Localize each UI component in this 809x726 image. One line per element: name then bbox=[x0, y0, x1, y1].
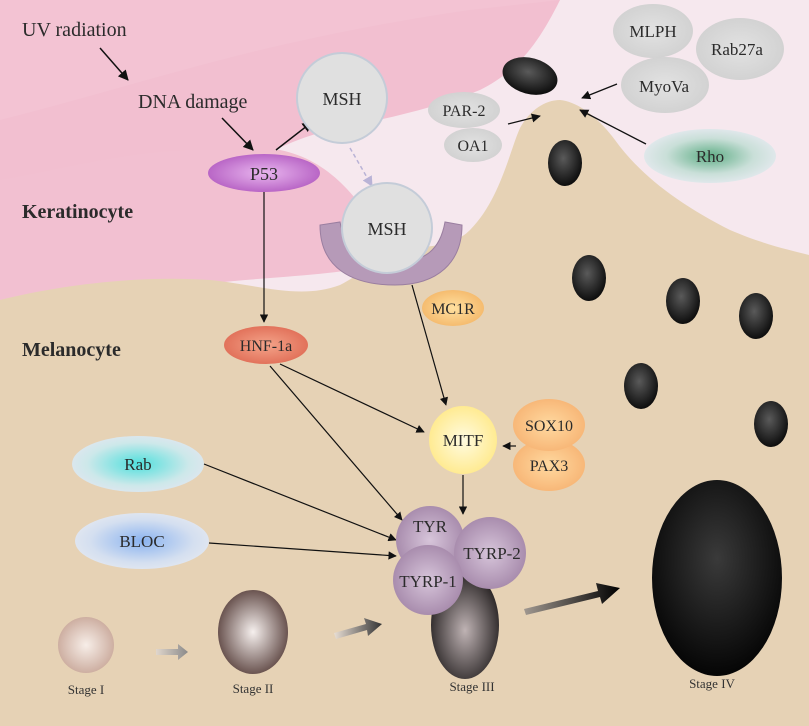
melanocyte-label: Melanocyte bbox=[22, 339, 121, 361]
tyrp2-label: TYRP-2 bbox=[463, 544, 521, 563]
rab-label: Rab bbox=[124, 455, 151, 474]
arrow-par2-to-transfer bbox=[507, 113, 541, 125]
pax3-label: PAX3 bbox=[530, 458, 569, 475]
melanosome-dendrite-1 bbox=[548, 140, 582, 186]
mlph-label: MLPH bbox=[629, 22, 676, 41]
melanosome-dendrite-5 bbox=[624, 363, 658, 409]
arrow-hnf1a-to-tyr bbox=[269, 365, 403, 521]
keratinocyte-label: Keratinocyte bbox=[22, 201, 133, 223]
mc1r-label: MC1R bbox=[431, 301, 475, 318]
arrow-rho-to-transfer bbox=[579, 109, 647, 145]
pax3-node bbox=[513, 439, 585, 491]
mitf-node bbox=[429, 406, 497, 474]
arrow-stage1-to-2 bbox=[156, 644, 188, 660]
stage4-melanosome bbox=[652, 480, 782, 676]
melanosome-dendrite-2 bbox=[572, 255, 606, 301]
arrow-bloc-to-tyr bbox=[208, 542, 397, 560]
rho-node bbox=[644, 129, 776, 183]
msh-ligand-top bbox=[296, 52, 388, 144]
arrow-rab-to-tyr bbox=[203, 463, 397, 542]
hnf1a-node bbox=[224, 326, 308, 364]
arrow-uv-to-dna bbox=[99, 47, 129, 81]
stage2-melanosome bbox=[218, 590, 288, 674]
p53-node bbox=[208, 154, 320, 192]
stage3-label: Stage III bbox=[449, 679, 494, 694]
tyr-label: TYR bbox=[413, 517, 448, 536]
arrow-stage3-to-4 bbox=[524, 583, 620, 615]
tyrp2-node bbox=[454, 517, 526, 589]
stage4-label: Stage IV bbox=[689, 676, 735, 691]
oa1-label: OA1 bbox=[457, 138, 488, 155]
par2-label: PAR-2 bbox=[443, 103, 486, 120]
arrow-p53-to-msh bbox=[275, 121, 313, 151]
rab27a-node bbox=[696, 18, 784, 80]
msh-bound-label: MSH bbox=[367, 219, 406, 239]
mc1r-node bbox=[422, 290, 484, 326]
melanocyte-region bbox=[0, 100, 809, 726]
melanosome-dendrite-3 bbox=[666, 278, 700, 324]
arrow-receptor-to-mitf bbox=[411, 284, 448, 406]
uv-radiation-label: UV radiation bbox=[22, 19, 127, 41]
melanosome-dendrite-4 bbox=[739, 293, 773, 339]
tyrp1-node bbox=[393, 545, 463, 615]
stage2-label: Stage II bbox=[233, 681, 274, 696]
mitf-label: MITF bbox=[443, 431, 484, 450]
msh-top-label: MSH bbox=[322, 89, 361, 109]
dna-damage-label: DNA damage bbox=[138, 91, 248, 113]
melanosome-dendrite-6 bbox=[754, 401, 788, 447]
rab-node bbox=[72, 436, 204, 492]
bloc-node bbox=[75, 513, 209, 569]
myova-label: MyoVa bbox=[639, 77, 690, 96]
arrow-stage2-to-3 bbox=[334, 618, 382, 639]
oa1-node bbox=[444, 128, 502, 162]
sox10-label: SOX10 bbox=[525, 418, 573, 435]
stage1-label: Stage I bbox=[68, 682, 104, 697]
tyrp1-label: TYRP-1 bbox=[399, 572, 457, 591]
sox10-node bbox=[513, 399, 585, 451]
par2-node bbox=[428, 92, 500, 128]
arrow-myova-to-transfer bbox=[581, 83, 618, 100]
rab27a-label: Rab27a bbox=[711, 40, 763, 59]
bloc-label: BLOC bbox=[119, 532, 164, 551]
arrow-msh-dashed bbox=[349, 147, 373, 187]
melanosome-transfer bbox=[502, 57, 558, 95]
arrow-hnf1a-to-mitf bbox=[279, 363, 425, 433]
myova-node bbox=[621, 57, 709, 113]
p53-label: P53 bbox=[250, 164, 278, 184]
rho-label: Rho bbox=[696, 147, 724, 166]
hnf1a-label: HNF-1a bbox=[240, 338, 292, 355]
mlph-node bbox=[613, 4, 693, 58]
stage1-melanosome bbox=[58, 617, 114, 673]
msh-ligand-bound bbox=[341, 182, 433, 274]
arrow-dna-to-p53 bbox=[221, 117, 254, 151]
